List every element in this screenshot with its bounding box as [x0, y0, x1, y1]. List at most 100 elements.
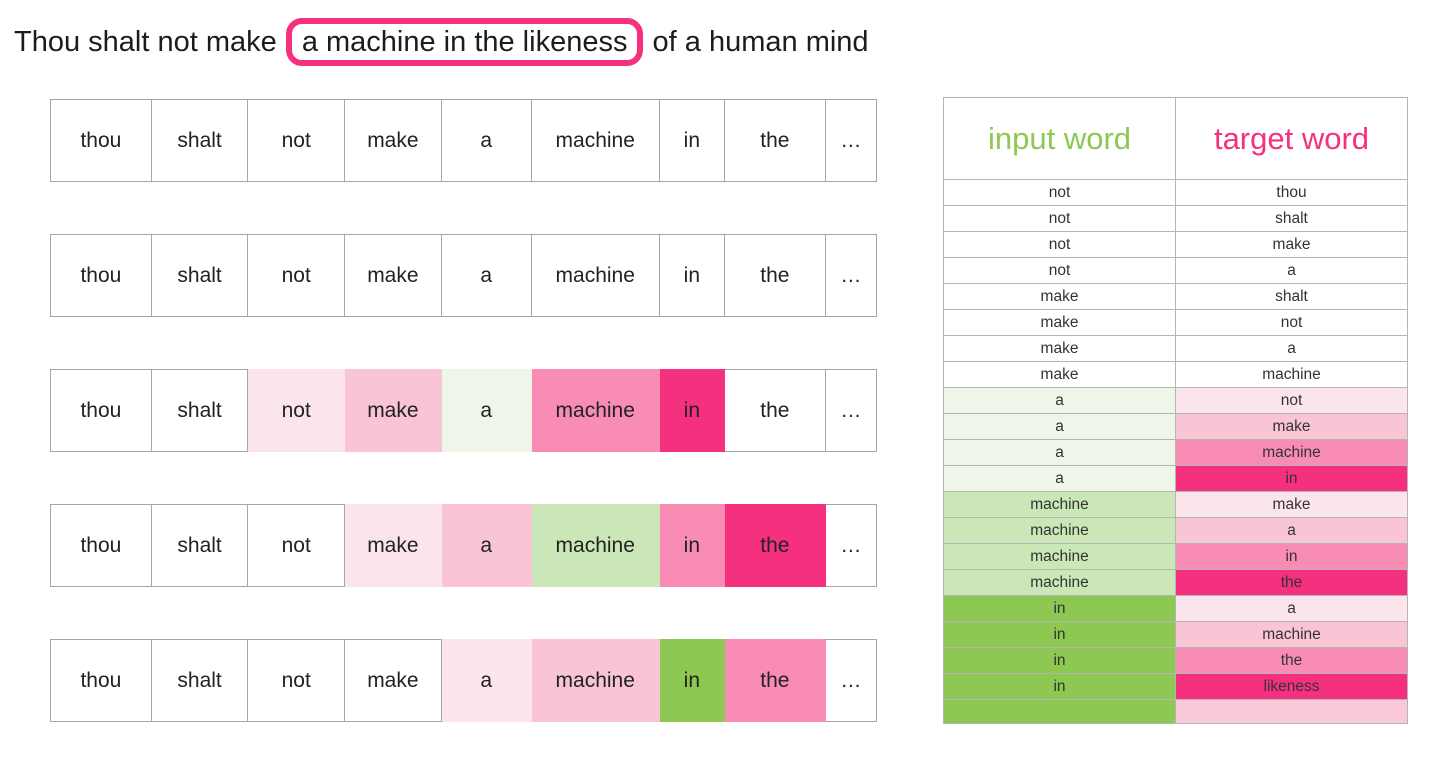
pair-target-cell: in	[1175, 543, 1408, 570]
context-window-highlight-box: a machine in the likeness	[285, 18, 644, 66]
pair-target-cell: shalt	[1175, 205, 1408, 232]
sentence-cell: a	[440, 234, 532, 317]
sentence-cell: not	[247, 234, 346, 317]
pair-target-cell: machine	[1175, 439, 1408, 466]
sentence-cell: machine	[530, 234, 660, 317]
pair-target-cell: machine	[1175, 361, 1408, 388]
pair-target-cell: the	[1175, 647, 1408, 674]
pair-target-cell: a	[1175, 595, 1408, 622]
pair-input-cell: not	[943, 231, 1176, 258]
sentence-cell: make	[344, 99, 442, 182]
sentence-cell: thou	[50, 369, 152, 452]
pair-row	[943, 699, 1408, 724]
sentence-cell: …	[824, 369, 878, 452]
pair-input-cell: a	[943, 413, 1176, 440]
pair-target-cell: the	[1175, 569, 1408, 596]
title-highlighted-text: a machine in the likeness	[301, 26, 628, 58]
sentence-cell: not	[247, 504, 346, 587]
sentence-cell: shalt	[150, 504, 249, 587]
pair-input-cell: machine	[943, 491, 1176, 518]
sentence-cell: in	[658, 639, 725, 722]
pair-input-cell: make	[943, 361, 1176, 388]
pair-input-cell: in	[943, 595, 1176, 622]
pair-input-cell: machine	[943, 543, 1176, 570]
sentence-cell: a	[440, 99, 532, 182]
input-word-header: input word	[943, 97, 1176, 180]
sentence-cell: the	[723, 369, 826, 452]
pair-target-cell	[1175, 699, 1408, 724]
pair-input-cell	[943, 699, 1176, 724]
sentence-cell: shalt	[150, 234, 249, 317]
pair-input-cell: not	[943, 205, 1176, 232]
title-suffix: of a human mind	[652, 26, 869, 58]
sentence-cell: machine	[530, 504, 660, 587]
sentence-cell: …	[824, 639, 878, 722]
sentence-cell: make	[344, 504, 442, 587]
target-word-header: target word	[1175, 97, 1408, 180]
pair-input-cell: make	[943, 283, 1176, 310]
pair-input-cell: in	[943, 647, 1176, 674]
pair-input-cell: a	[943, 387, 1176, 414]
pair-target-cell: a	[1175, 257, 1408, 284]
sentence-cell: not	[247, 99, 346, 182]
sentence-cell: make	[344, 234, 442, 317]
pair-target-cell: in	[1175, 465, 1408, 492]
pair-input-cell: not	[943, 257, 1176, 284]
pair-input-cell: in	[943, 621, 1176, 648]
sentence-cell: a	[440, 504, 532, 587]
sentence-cell: …	[824, 234, 878, 317]
pair-input-cell: not	[943, 179, 1176, 206]
sentence-cell: in	[658, 504, 725, 587]
sentence-cell: thou	[50, 234, 152, 317]
sentence-cell: a	[440, 639, 532, 722]
sentence-cell: machine	[530, 639, 660, 722]
pair-input-cell: machine	[943, 569, 1176, 596]
sentence-cell: the	[723, 234, 826, 317]
sentence-title: Thou shalt not make a machine in the lik…	[14, 18, 869, 66]
pair-input-cell: machine	[943, 517, 1176, 544]
sentence-cell: the	[723, 504, 826, 587]
pair-input-cell: in	[943, 673, 1176, 700]
sentence-cell: thou	[50, 99, 152, 182]
sentence-cell: machine	[530, 99, 660, 182]
pair-target-cell: a	[1175, 517, 1408, 544]
sentence-cell: …	[824, 99, 878, 182]
pair-target-cell: make	[1175, 491, 1408, 518]
sentence-cell: not	[247, 369, 346, 452]
sentence-cell: in	[658, 369, 725, 452]
sentence-cell: …	[824, 504, 878, 587]
sentence-cell: a	[440, 369, 532, 452]
sentence-cell: make	[344, 639, 442, 722]
pairs-header-row: input word target word	[943, 97, 1408, 180]
sentence-cell: thou	[50, 639, 152, 722]
sentence-cell: the	[723, 639, 826, 722]
pair-target-cell: shalt	[1175, 283, 1408, 310]
sentence-cell: make	[344, 369, 442, 452]
sentence-cell: thou	[50, 504, 152, 587]
pair-input-cell: make	[943, 335, 1176, 362]
